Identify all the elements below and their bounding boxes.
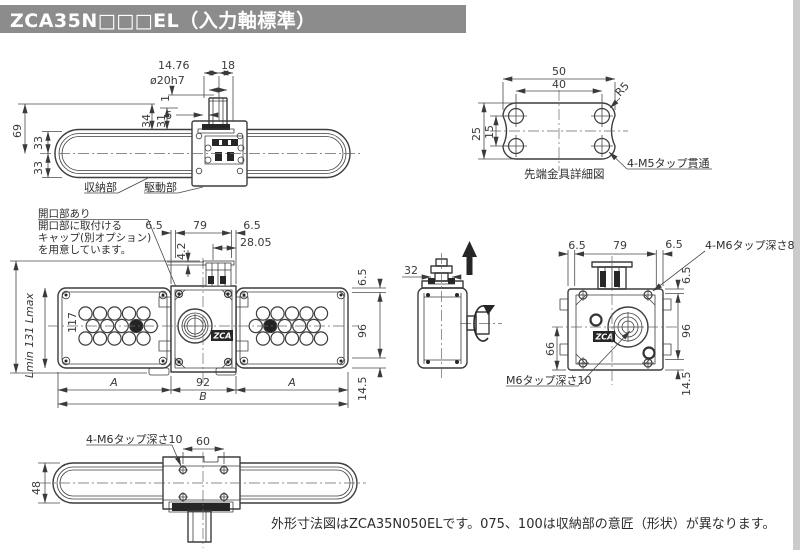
note-line-3: キャップ(別オプション) xyxy=(38,232,151,244)
dim-33-upper: 33 xyxy=(32,136,45,150)
plan-view-drawing: ZCA 6.5 79 6.5 28.05 4.2 Lmin 131 Lmax 1… xyxy=(10,219,386,408)
end-dim-79: 79 xyxy=(613,239,627,252)
dim-66: 66 xyxy=(544,342,557,356)
dim-14-76: 14.76 xyxy=(158,59,190,72)
label-storage: 収納部 xyxy=(84,180,117,194)
rotation-arrow-icon xyxy=(473,305,495,342)
dim-shaft-dia: ø20h7 xyxy=(150,74,185,87)
dim-6-5-right: 6.5 xyxy=(243,219,261,232)
dim-r15: 15 xyxy=(483,125,496,139)
dim-6-5-left: 6.5 xyxy=(145,219,163,232)
page-title: ZCA35N□□□EL（入力軸標準） xyxy=(10,9,316,32)
dim-50: 50 xyxy=(552,65,566,78)
zca-logo-badge xyxy=(211,330,233,341)
dim-4-2: 4.2 xyxy=(175,243,188,261)
label-m6-tap-bottom: 4-M6タップ深さ10 xyxy=(86,433,182,446)
zca-logo-badge-end xyxy=(593,331,615,342)
footer-note: 外形寸法図はZCA35N050ELです。075、100は収納部の意匠（形状）が異… xyxy=(271,517,776,532)
note-line-1: 開口部あり xyxy=(38,207,91,220)
end-dim-6-5-left: 6.5 xyxy=(568,239,586,252)
end-view-drawing: ZCA 6.5 79 6.5 4-M6タップ深さ8 6.5 96 14.5 66… xyxy=(506,238,794,396)
dim-33-lower: 33 xyxy=(32,161,45,175)
dim-34: 34 xyxy=(140,114,153,128)
label-m5-tap: 4-M5タップ貫通 xyxy=(627,157,709,170)
label-drive: 駆動部 xyxy=(144,180,177,194)
dim-117: 117 xyxy=(66,312,79,333)
dim-92: 92 xyxy=(196,376,210,389)
bottom-view-drawing: 4-M6タップ深さ10 60 48 xyxy=(30,433,366,548)
title-bar: ZCA35N□□□EL（入力軸標準） xyxy=(0,5,466,33)
dim-96: 96 xyxy=(356,324,369,338)
dim-28-05: 28.05 xyxy=(240,236,272,249)
zca-logo-text: ZCA xyxy=(213,332,232,341)
end-dim-6-5-side: 6.5 xyxy=(680,267,693,285)
dim-length-range: Lmin 131 Lmax xyxy=(23,293,36,378)
tip-detail-caption: 先端金具詳細図 xyxy=(524,167,605,181)
note-line-4: を用意しています。 xyxy=(38,243,131,256)
dim-31: 31 xyxy=(155,114,168,128)
dim-40: 40 xyxy=(552,78,566,91)
dim-1: 1 xyxy=(159,95,172,102)
top-view-drawing: 14.76 18 ø20h7 69 33 33 34 31 1 6 収納部 駆動… xyxy=(11,59,362,194)
label-m6-tap-center: M6タップ深さ10 xyxy=(506,374,592,387)
dim-6: 6 xyxy=(165,109,172,122)
label-m6-tap-corner: 4-M6タップ深さ8 xyxy=(705,239,794,252)
side-view-drawing: 32 xyxy=(402,241,502,380)
zca-logo-text-end: ZCA xyxy=(595,333,614,342)
dim-b: B xyxy=(199,390,207,403)
dim-60: 60 xyxy=(196,435,210,448)
dim-25: 25 xyxy=(470,127,483,141)
up-arrow-icon xyxy=(462,241,477,275)
dim-79: 79 xyxy=(193,219,207,232)
dim-a-right: A xyxy=(287,376,296,389)
page-edge-strip xyxy=(793,0,800,550)
end-dim-6-5-right: 6.5 xyxy=(665,238,683,251)
dim-32: 32 xyxy=(404,264,418,277)
dim-69: 69 xyxy=(11,124,24,138)
opening-note: 開口部あり 開口部に取付ける キャップ(別オプション) を用意しています。 xyxy=(38,207,177,288)
dim-6-5-side: 6.5 xyxy=(356,269,369,287)
end-dim-14-5: 14.5 xyxy=(680,372,693,397)
end-dim-96: 96 xyxy=(680,324,693,338)
dim-48: 48 xyxy=(30,481,43,495)
right-hole-pattern xyxy=(248,306,329,346)
note-line-2: 開口部に取付ける xyxy=(38,219,122,232)
dim-14-5: 14.5 xyxy=(356,377,369,402)
dim-a-left: A xyxy=(109,376,118,389)
dim-18: 18 xyxy=(221,59,235,72)
tip-fitting-detail-drawing: 50 40 25 15 R5 4-M5タップ貫通 先端金具詳細図 xyxy=(470,65,712,181)
dim-r5: R5 xyxy=(613,79,632,99)
